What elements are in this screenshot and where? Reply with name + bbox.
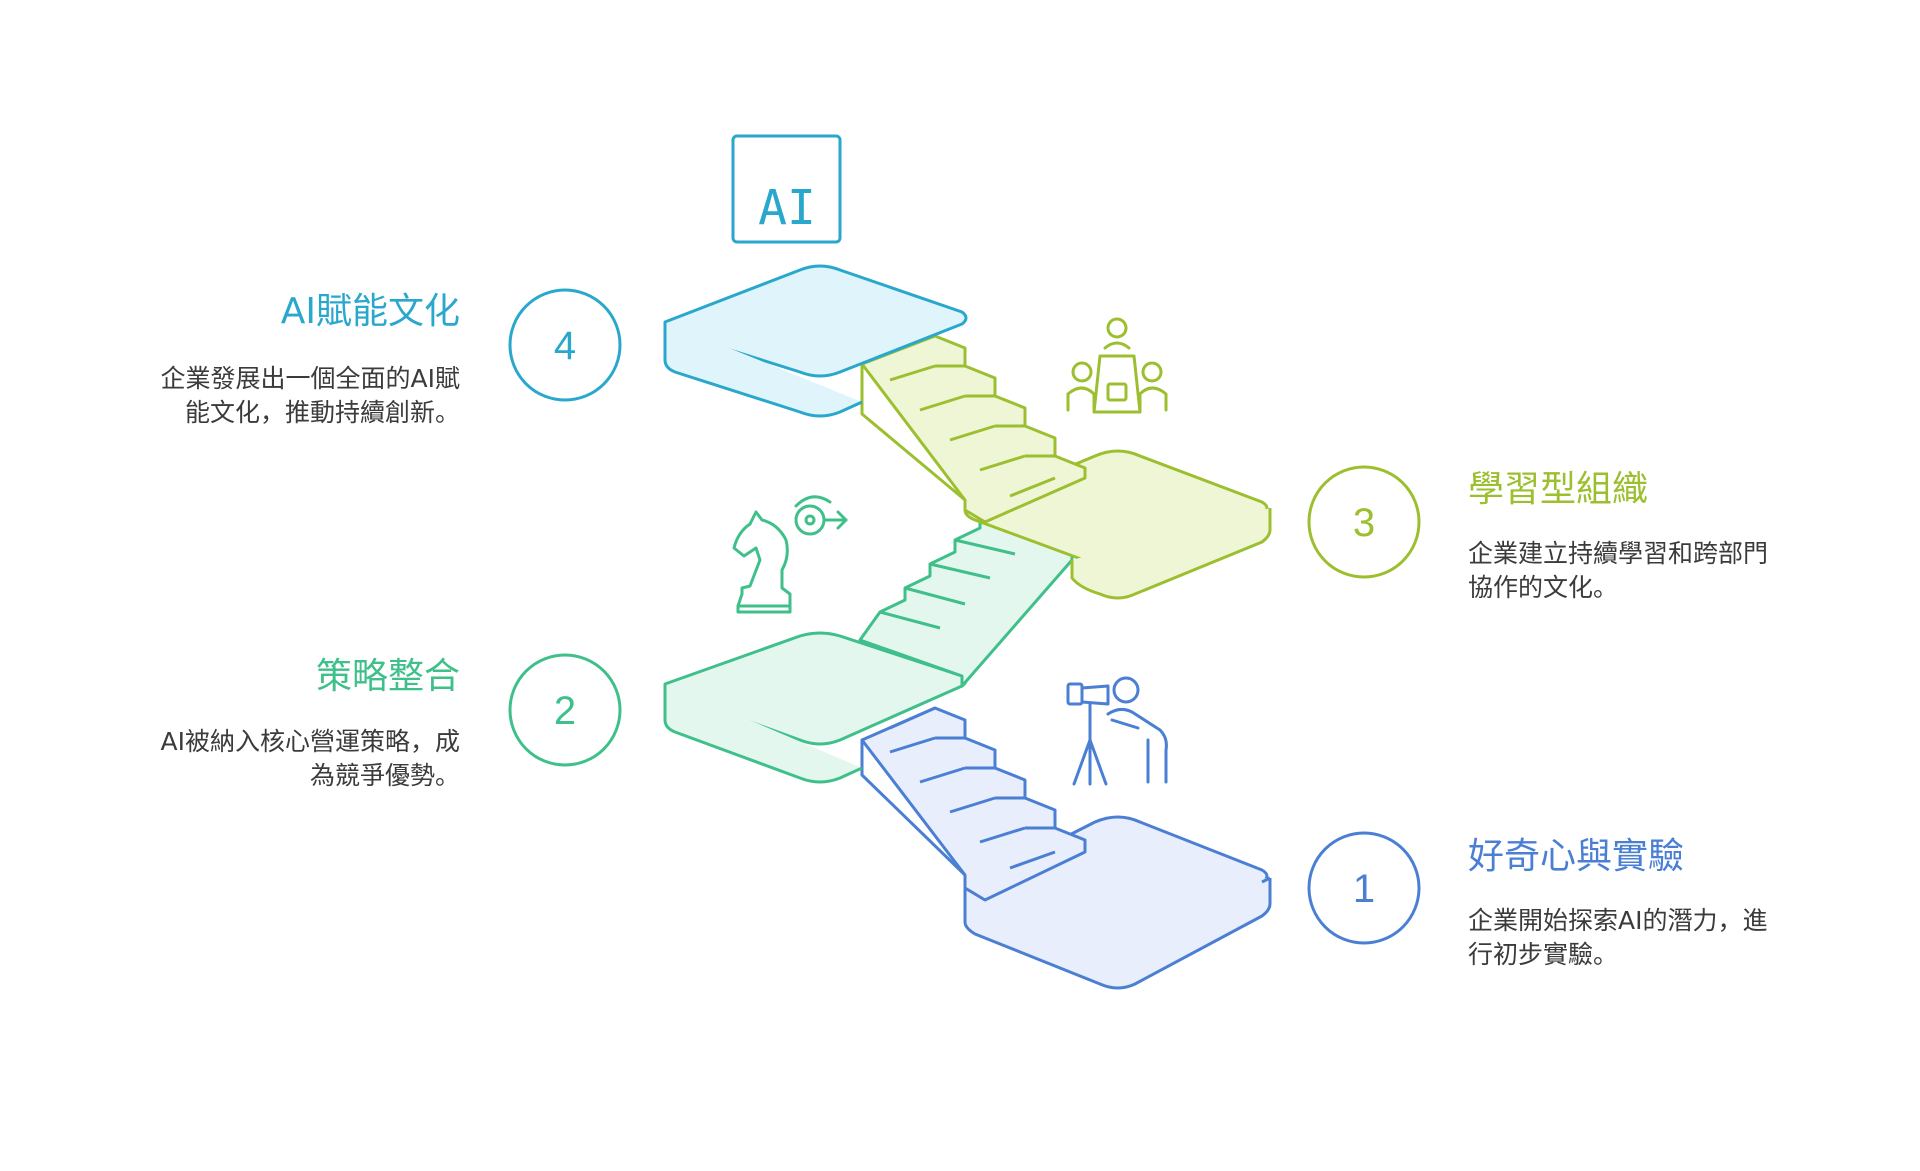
ai-chip-icon: AI (731, 134, 842, 244)
stage-3-description: 企業建立持續學習和跨部門協作的文化。 (1468, 539, 1769, 602)
stage-1-title: 好奇心與實驗 (1468, 836, 1685, 877)
stage-1-stairs (860, 706, 1087, 902)
chess-knight-icon (732, 495, 848, 614)
stage-2-platform (663, 631, 968, 784)
stage-1-description: 企業開始探索AI的潛力，進行初步實驗。 (1468, 906, 1768, 969)
stage-2-title: 策略整合 (315, 656, 460, 697)
stage-3-stairs (860, 334, 1087, 524)
stage-4-platform (663, 264, 968, 418)
stage-3-title: 學習型組織 (1468, 469, 1649, 510)
team-meeting-icon (1066, 317, 1168, 414)
stage-4-description: 企業發展出一個全面的AI賦能文化，推動持續創新。 (160, 364, 460, 427)
step-number-4: 4 (554, 324, 576, 368)
ai-chip-label: AI (758, 180, 816, 236)
step-circle-3: 3 (1307, 465, 1421, 579)
telescope-observer-icon (1066, 676, 1168, 786)
step-circle-1: 1 (1307, 831, 1421, 945)
step-circle-4: 4 (508, 288, 622, 402)
stage-2-description: AI被納入核心營運策略，成為競爭優勢。 (160, 727, 460, 790)
step-number-3: 3 (1353, 501, 1375, 545)
step-number-2: 2 (554, 689, 576, 733)
stage-4-title: AI賦能文化 (280, 291, 460, 332)
step-number-1: 1 (1353, 867, 1375, 911)
step-circle-2: 2 (508, 653, 622, 767)
